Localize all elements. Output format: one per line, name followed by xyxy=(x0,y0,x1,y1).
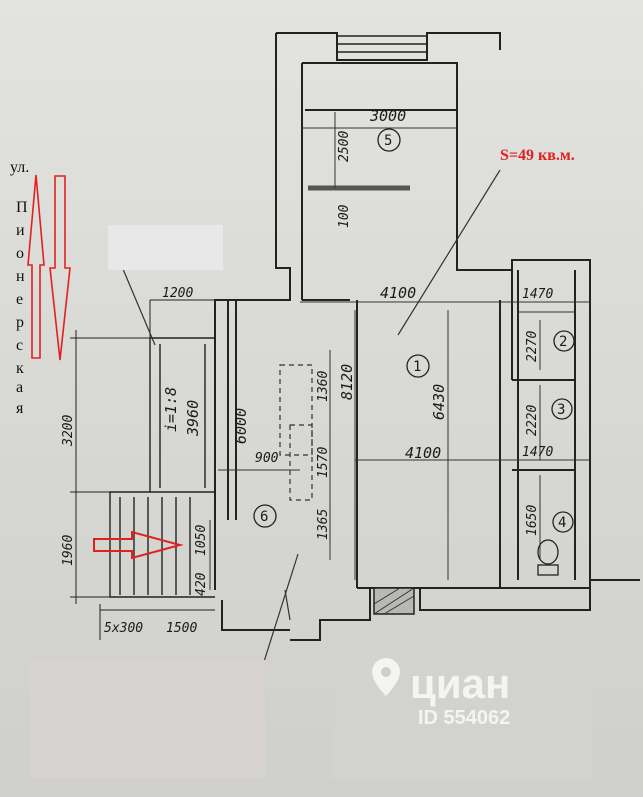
entrance-hatch xyxy=(373,587,415,615)
room-2-label: 2 xyxy=(559,334,567,350)
dim-1570: 1570 xyxy=(316,447,331,478)
dim-900: 900 xyxy=(255,451,279,466)
room-1-label: 1 xyxy=(413,359,421,375)
dim-1360: 1360 xyxy=(316,371,331,402)
dim-1650: 1650 xyxy=(525,505,540,536)
dim-1050: 1050 xyxy=(194,525,209,556)
dim-1470-mid: 1470 xyxy=(522,445,553,460)
street-name: П и о н е р с к а я xyxy=(16,199,28,417)
dim-8120: 8120 xyxy=(338,364,356,400)
redacted-patch xyxy=(30,660,265,778)
dimension-lines xyxy=(209,112,590,590)
street-letter: и xyxy=(16,222,25,239)
dim-1365: 1365 xyxy=(316,509,331,540)
dim-3200: 3200 xyxy=(61,415,76,447)
dim-420: 420 xyxy=(194,572,209,596)
dim-4100-mid: 4100 xyxy=(405,444,441,462)
street-letter: к xyxy=(16,360,24,377)
toilet xyxy=(537,539,559,576)
leader-lines xyxy=(119,169,501,669)
entrance-arrow-icon xyxy=(93,530,184,560)
dim-3960: 3960 xyxy=(184,400,202,437)
room-4-label: 4 xyxy=(558,515,566,531)
arrow-down-icon xyxy=(49,175,71,361)
dim-6000: 6000 xyxy=(232,408,250,444)
dim-1500: 1500 xyxy=(166,621,197,636)
arrow-up-icon xyxy=(27,174,45,359)
dim-1200: 1200 xyxy=(162,286,193,301)
street-direction-arrows xyxy=(27,174,71,361)
street-prefix: ул. xyxy=(10,159,29,176)
street-letter: н xyxy=(16,268,25,285)
dim-100: 100 xyxy=(337,204,352,228)
walls xyxy=(214,32,640,641)
room-3-label: 3 xyxy=(557,402,565,418)
street-letter: с xyxy=(16,337,23,354)
dim-2220: 2220 xyxy=(525,405,540,436)
room-6-label: 6 xyxy=(260,509,268,525)
watermark-id: ID 554062 xyxy=(418,707,510,729)
redacted-patch xyxy=(108,225,223,270)
street-letter: о xyxy=(16,245,24,262)
dim-1960: 1960 xyxy=(61,535,76,566)
street-letter: П xyxy=(16,199,28,216)
dim-4100-top: 4100 xyxy=(380,284,416,302)
dim-6430: 6430 xyxy=(430,384,448,420)
dim-2500: 2500 xyxy=(337,131,352,162)
room-6-outline xyxy=(279,364,313,501)
street-letter: е xyxy=(16,291,23,308)
area-label: S=49 кв.м. xyxy=(500,147,575,164)
dim-5x300: 5x300 xyxy=(104,621,143,636)
ramp-slope: i=1:8 xyxy=(162,387,180,432)
dim-3000: 3000 xyxy=(369,107,406,125)
room-5-label: 5 xyxy=(384,133,392,149)
dim-2270: 2270 xyxy=(525,331,540,362)
room-markers xyxy=(253,128,575,533)
street-letter: р xyxy=(16,314,24,331)
top-window xyxy=(336,35,428,61)
dim-1470-top: 1470 xyxy=(522,287,553,302)
ramp-stairs xyxy=(70,299,215,640)
cian-watermark: циан ID 554062 xyxy=(372,658,510,729)
watermark-backdrop xyxy=(330,630,592,780)
watermark-brand: циан xyxy=(410,660,510,707)
street-letter: я xyxy=(16,400,24,417)
street-letter: а xyxy=(16,379,23,396)
